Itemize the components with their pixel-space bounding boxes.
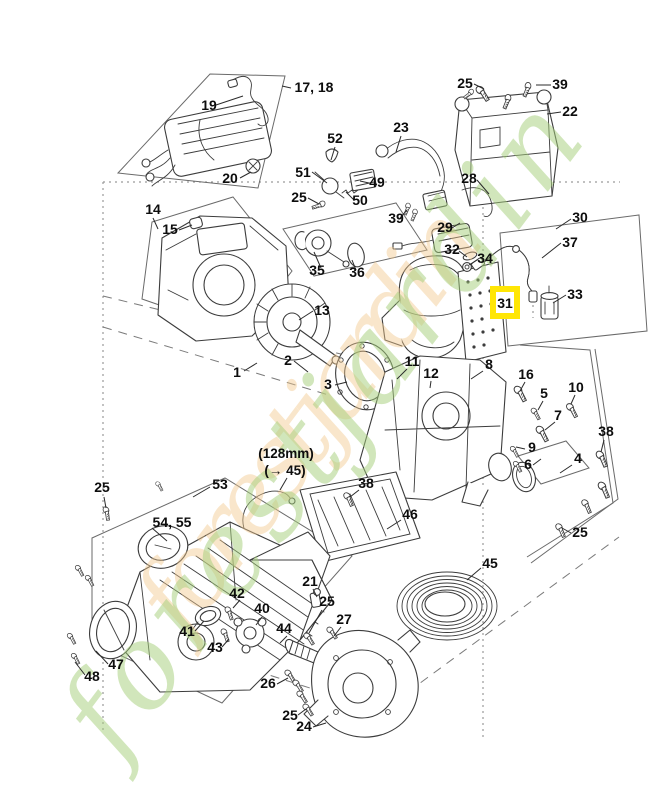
part-label-53: 53 [212, 476, 228, 492]
part-label-25-right: 25 [572, 524, 588, 540]
part-label-31-highlighted: 31 [497, 295, 513, 311]
group-box-35-36 [282, 202, 428, 277]
part-label-25-top-mid: 25 [291, 189, 307, 205]
part-45-short-hose [242, 490, 292, 537]
part-label-14: 14 [145, 201, 161, 217]
part-label-4: 4 [574, 450, 582, 466]
part-label-47: 47 [108, 656, 124, 672]
part-label-39-top-right: 39 [552, 76, 568, 92]
part-28-lever [461, 187, 493, 217]
part-45-coil [396, 571, 498, 641]
part-23-harness [375, 138, 448, 211]
part-label-17-18: 17, 18 [295, 79, 334, 95]
part-labels: 17, 18 19 20 51 25 52 50 49 23 39 25 39 … [84, 75, 614, 734]
part-label-52: 52 [327, 130, 343, 146]
part-32-gasket [462, 251, 478, 261]
group-box-8 [519, 344, 614, 558]
part-label-33: 33 [567, 286, 583, 302]
part-label-49: 49 [369, 174, 385, 190]
part-label-34: 34 [477, 250, 493, 266]
leader-lines [74, 83, 605, 728]
part-label-42: 42 [229, 585, 245, 601]
part-label-26: 26 [260, 675, 276, 691]
part-label-11: 11 [405, 353, 420, 369]
part-35-pump [294, 229, 350, 268]
part-label-36: 36 [349, 264, 365, 280]
part-label-16: 16 [518, 366, 534, 382]
part-label-48: 48 [84, 668, 100, 684]
part-label-3: 3 [324, 376, 332, 392]
part-label-32: 32 [444, 241, 460, 257]
part-label-25-bottom: 25 [282, 707, 298, 723]
part-label-1: 1 [233, 364, 241, 380]
part-label-7: 7 [554, 407, 562, 423]
part-50-spring [341, 189, 359, 194]
part-21-pawl [309, 588, 322, 608]
part-29-coil [392, 222, 473, 254]
part-label-40: 40 [254, 600, 270, 616]
part-label-54-55: 54, 55 [153, 514, 192, 530]
part-label-37: 37 [562, 234, 578, 250]
part-24-cover [303, 629, 421, 738]
note-arrow-45: (→ 45) [264, 463, 305, 478]
part-47-cover [89, 600, 137, 660]
part-label-5: 5 [540, 385, 548, 401]
part-44-worm [284, 638, 319, 664]
part-label-23: 23 [393, 119, 409, 135]
part-22-tank [454, 89, 559, 207]
part-54-55-cap [137, 525, 189, 569]
part-label-30: 30 [572, 209, 588, 225]
part-label-43: 43 [207, 639, 223, 655]
part-33-filter [540, 285, 559, 320]
part-label-24: 24 [296, 718, 312, 734]
part-label-38-left: 38 [358, 475, 374, 491]
part-label-12: 12 [423, 365, 439, 381]
part-label-38-right: 38 [598, 423, 614, 439]
part-label-15: 15 [162, 221, 178, 237]
part-label-35: 35 [309, 262, 325, 278]
part-label-45: 45 [482, 555, 498, 571]
part-label-25-top-right: 25 [457, 75, 473, 91]
part-label-25-left: 25 [94, 479, 110, 495]
part-label-28: 28 [461, 170, 477, 186]
part-label-44: 44 [276, 620, 292, 636]
part-label-51: 51 [295, 164, 311, 180]
part-label-9: 9 [528, 439, 536, 455]
highlight-box-31 [490, 286, 520, 319]
part-label-25-bottom-mid: 25 [319, 593, 335, 609]
part-19-lever [229, 75, 269, 127]
part-37-hose [471, 245, 538, 318]
part-51-switch [314, 171, 345, 199]
part-label-39-mid: 39 [388, 210, 404, 226]
part-label-22: 22 [562, 103, 578, 119]
part-carb-module [141, 101, 272, 187]
part-label-21: 21 [302, 573, 318, 589]
note-128mm: (128mm) [258, 446, 314, 461]
group-box-8b [530, 348, 619, 564]
part-41-clamp [191, 605, 222, 631]
part-label-2: 2 [284, 352, 292, 368]
part-19-clip [227, 78, 238, 88]
part-label-50: 50 [352, 192, 368, 208]
part-label-27: 27 [336, 611, 352, 627]
part-label-8: 8 [485, 356, 493, 372]
part-label-29: 29 [437, 219, 453, 235]
part-label-10: 10 [568, 379, 584, 395]
part-49-switch-housing [349, 168, 377, 192]
part-46-pan [299, 471, 421, 563]
part-15-cap [189, 216, 203, 230]
group-box-17-18 [116, 73, 286, 189]
part-label-46: 46 [402, 506, 418, 522]
part-label-19: 19 [201, 97, 217, 113]
part-13-flywheel [253, 283, 341, 367]
part-label-13: 13 [314, 302, 330, 318]
part-40-pump [233, 617, 267, 654]
part-label-20: 20 [222, 170, 238, 186]
part-label-6: 6 [524, 456, 532, 472]
part-20-grommet [245, 158, 261, 174]
part-label-41: 41 [179, 623, 195, 639]
part-drawings [64, 75, 615, 738]
